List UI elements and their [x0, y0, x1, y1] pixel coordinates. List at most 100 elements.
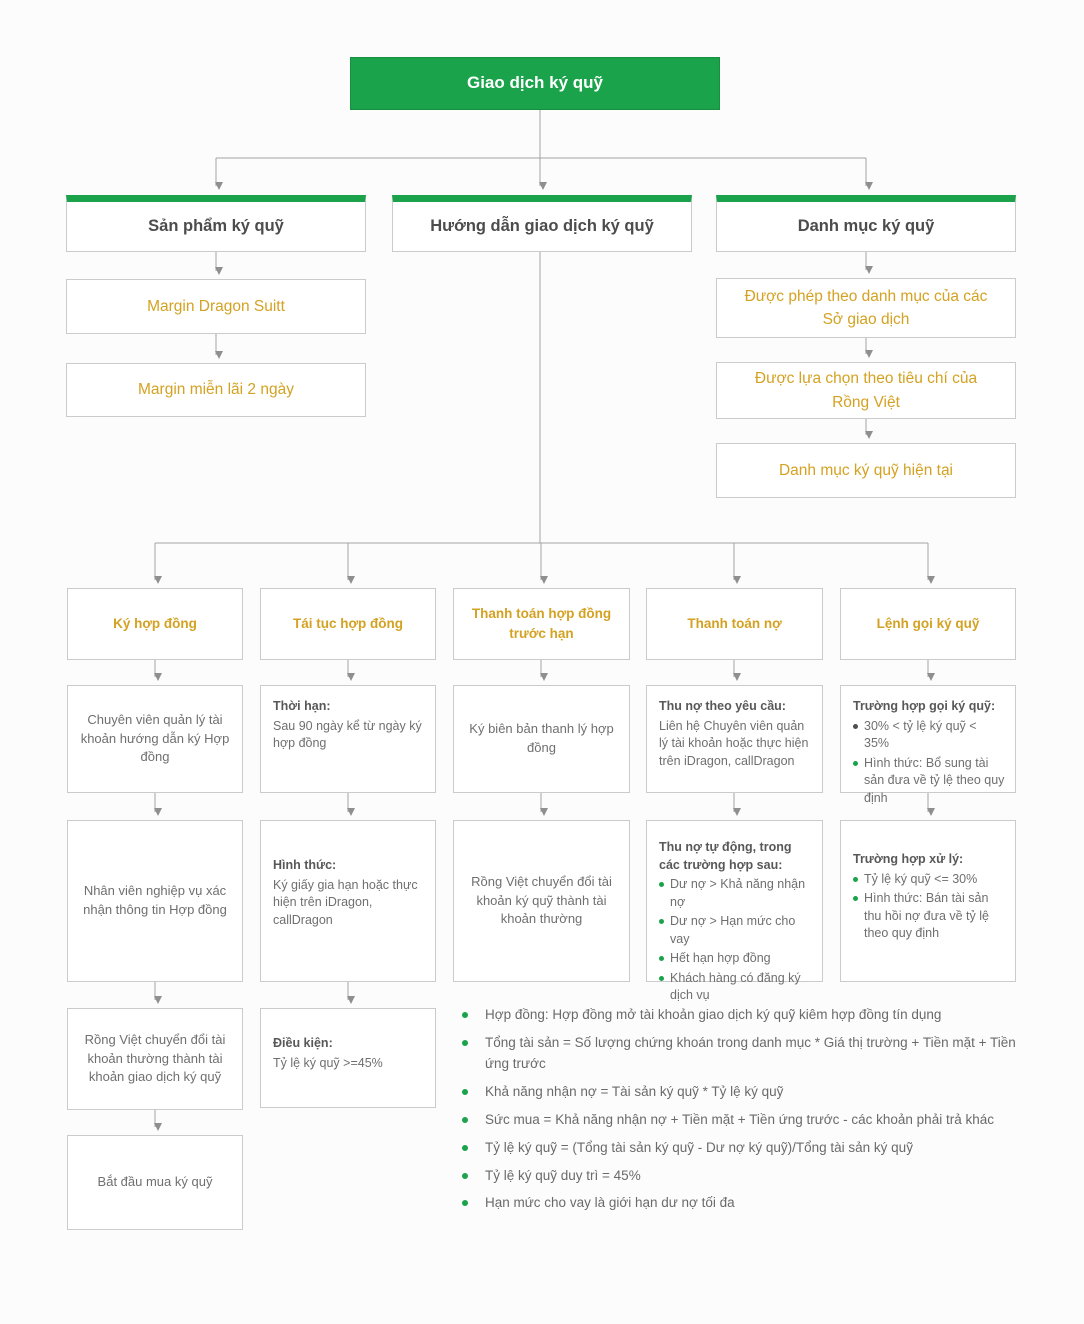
column-header-thanh-toan-truoc-han-label: Thanh toán hợp đồng trước hạn [471, 605, 612, 641]
node-c5-step2-bullet-2-text: Hình thức: Bán tài sản thu hồi nợ đưa về… [864, 891, 989, 940]
bullet-dot [462, 1088, 468, 1095]
section-products-label: Sản phẩm ký quỹ [148, 216, 284, 235]
node-margin-mien-lai-label: Margin miễn lãi 2 ngày [138, 381, 294, 399]
bullet-dot [853, 896, 858, 901]
node-c4-step1: Thu nợ theo yêu cầu: Liên hệ Chuyên viên… [646, 685, 823, 793]
bullet-dot [853, 723, 858, 729]
column-header-thanh-toan-no-label: Thanh toán nợ [687, 615, 782, 631]
node-c4-step2-bullet-2-text: Dư nợ > Hạn mức cho vay [670, 914, 796, 946]
node-c2-step1-text: Sau 90 ngày kể từ ngày ký hợp đồng [273, 718, 422, 751]
node-c1-step3: Rồng Việt chuyển đổi tài khoản thường th… [67, 1008, 243, 1110]
node-root: Giao dịch ký quỹ [350, 57, 720, 110]
node-margin-mien-lai: Margin miễn lãi 2 ngày [66, 363, 366, 417]
note-item: Hạn mức cho vay là giới hạn dư nợ tối đa [456, 1193, 1026, 1214]
column-header-tai-tuc-label: Tái tục hợp đồng [292, 615, 404, 631]
node-c4-step2: Thu nợ tự động, trong các trường hợp sau… [646, 820, 823, 1002]
node-root-label: Giao dịch ký quỹ [466, 73, 604, 93]
node-c5-step1-bullet-1-text: 30% < tỷ lệ ký quỹ < 35% [864, 718, 977, 751]
note-item-text: Sức mua = Khả năng nhận nợ + Tiền mặt + … [485, 1111, 994, 1127]
note-item-text: Tỷ lệ ký quỹ duy trì = 45% [485, 1167, 641, 1183]
node-c3-step1-label: Ký biên bản thanh lý hợp đồng [469, 721, 614, 755]
bullet-dot [659, 975, 664, 981]
node-c4-step2-bullet-4: Khách hàng có đăng ký dịch vụ [659, 970, 812, 1005]
node-portfolio-allowed-label: Được phép theo danh mục của các Sở giao … [744, 287, 988, 328]
note-item-text: Hợp đồng: Hợp đồng mở tài khoản giao dịc… [485, 1007, 942, 1022]
node-c4-step2-bullet-1: Dư nợ > Khả năng nhận nợ [659, 876, 812, 911]
node-c1-step1: Chuyên viên quản lý tài khoản hướng dẫn … [67, 685, 243, 793]
bullet-dot [659, 882, 664, 887]
node-c5-step2: Trường hợp xử lý: Tỷ lệ ký quỹ <= 30% Hì… [840, 820, 1016, 982]
section-guide-label: Hướng dẫn giao dịch ký quỹ [430, 216, 654, 235]
note-item-text: Hạn mức cho vay là giới hạn dư nợ tối đa [485, 1195, 735, 1211]
column-header-ky-hop-dong-label: Ký hợp đồng [113, 615, 197, 631]
note-item-text: Tỷ lệ ký quỹ = (Tổng tài sản ký quỹ - Dư… [485, 1139, 913, 1155]
note-item: Tỷ lệ ký quỹ = (Tổng tài sản ký quỹ - Dư… [456, 1138, 1026, 1159]
bullet-dot [853, 760, 858, 766]
note-item: Tổng tài sản = Số lượng chứng khoán tron… [456, 1033, 1026, 1075]
note-item: Hợp đồng: Hợp đồng mở tài khoản giao dịc… [456, 1005, 1026, 1026]
node-portfolio-criteria-label: Được lựa chọn theo tiêu chí của Rồng Việ… [754, 370, 978, 411]
section-portfolio: Danh mục ký quỹ [716, 195, 1016, 252]
node-c4-step2-bullet-2: Dư nợ > Hạn mức cho vay [659, 913, 812, 948]
bullet-dot [462, 1039, 468, 1046]
node-c4-step2-bullet-1-text: Dư nợ > Khả năng nhận nợ [670, 877, 806, 909]
node-c1-step2: Nhân viên nghiệp vụ xác nhận thông tin H… [67, 820, 243, 982]
column-header-thanh-toan-truoc-han: Thanh toán hợp đồng trước hạn [453, 588, 630, 660]
note-item: Khả năng nhận nợ = Tài sản ký quỹ * Tỷ l… [456, 1082, 1026, 1103]
node-portfolio-current-label: Danh mục ký quỹ hiện tại [778, 461, 954, 479]
note-item-text: Khả năng nhận nợ = Tài sản ký quỹ * Tỷ l… [485, 1083, 784, 1099]
node-c1-step1-label: Chuyên viên quản lý tài khoản hướng dẫn … [80, 711, 230, 765]
node-portfolio-criteria: Được lựa chọn theo tiêu chí của Rồng Việ… [716, 362, 1016, 419]
node-c1-step2-label: Nhân viên nghiệp vụ xác nhận thông tin H… [83, 883, 227, 917]
node-c5-step1: Trường hợp gọi ký quỹ: 30% < tỷ lệ ký qu… [840, 685, 1016, 805]
note-item: Tỷ lệ ký quỹ duy trì = 45% [456, 1166, 1026, 1187]
bullet-dot [462, 1116, 468, 1123]
node-portfolio-current: Danh mục ký quỹ hiện tại [716, 443, 1016, 498]
column-header-lenh-goi-ky-quy-label: Lệnh gọi ký quỹ [876, 615, 980, 631]
column-header-tai-tuc: Tái tục hợp đồng [260, 588, 436, 660]
node-margin-dragon-suitt: Margin Dragon Suitt [66, 279, 366, 334]
node-c3-step1: Ký biên bản thanh lý hợp đồng [453, 685, 630, 793]
node-c1-step4-label: Bắt đầu mua ký quỹ [97, 1174, 213, 1190]
node-c5-step2-bullet-1: Tỷ lệ ký quỹ <= 30% [853, 871, 1005, 889]
node-c4-step2-bullet-4-text: Khách hàng có đăng ký dịch vụ [670, 970, 801, 1003]
column-header-lenh-goi-ky-quy: Lệnh gọi ký quỹ [840, 588, 1016, 660]
section-portfolio-label: Danh mục ký quỹ [797, 216, 935, 235]
node-c4-step2-bullet-3: Hết hạn hợp đồng [659, 950, 812, 968]
bullet-dot [462, 1172, 468, 1179]
node-c2-step3: Điều kiện: Tỷ lệ ký quỹ >=45% [260, 1008, 436, 1108]
bullet-dot [853, 876, 858, 882]
column-header-ky-hop-dong: Ký hợp đồng [67, 588, 243, 660]
node-c5-step2-bullet-1-text: Tỷ lệ ký quỹ <= 30% [864, 871, 978, 886]
node-c4-step2-bullet-3-text: Hết hạn hợp đồng [670, 951, 771, 965]
node-c5-step2-bullet-2: Hình thức: Bán tài sản thu hồi nợ đưa về… [853, 890, 1005, 943]
node-c1-step3-label: Rồng Việt chuyển đổi tài khoản thường th… [84, 1031, 226, 1085]
node-c2-step3-text: Tỷ lệ ký quỹ >=45% [273, 1055, 383, 1070]
node-c4-step2-heading: Thu nợ tự động, trong các trường hợp sau… [659, 840, 792, 872]
node-c4-step1-text: Liên hệ Chuyên viên quản lý tài khoản ho… [659, 718, 809, 768]
notes-list: Hợp đồng: Hợp đồng mở tài khoản giao dịc… [456, 1005, 1026, 1221]
node-c2-step3-heading: Điều kiện: [273, 1036, 333, 1050]
node-c5-step1-bullet-2: Hình thức: Bổ sung tài sản đưa về tỷ lệ … [853, 755, 1005, 808]
node-c2-step2: Hình thức: Ký giấy gia hạn hoặc thực hiệ… [260, 820, 436, 982]
note-item-text: Tổng tài sản = Số lượng chứng khoán tron… [485, 1034, 1016, 1071]
node-c3-step2-label: Rồng Việt chuyển đổi tài khoản ký quỹ th… [471, 873, 612, 927]
node-c2-step2-text: Ký giấy gia hạn hoặc thực hiện trên iDra… [273, 877, 418, 927]
bullet-dot [659, 919, 664, 924]
section-products: Sản phẩm ký quỹ [66, 195, 366, 252]
column-header-thanh-toan-no: Thanh toán nợ [646, 588, 823, 660]
node-c3-step2: Rồng Việt chuyển đổi tài khoản ký quỹ th… [453, 820, 630, 982]
note-item: Sức mua = Khả năng nhận nợ + Tiền mặt + … [456, 1110, 1026, 1131]
node-c5-step1-bullet-2-text: Hình thức: Bổ sung tài sản đưa về tỷ lệ … [864, 755, 1005, 805]
node-portfolio-allowed: Được phép theo danh mục của các Sở giao … [716, 278, 1016, 338]
node-margin-dragon-suitt-label: Margin Dragon Suitt [147, 297, 285, 315]
bullet-dot [462, 1200, 468, 1207]
section-guide: Hướng dẫn giao dịch ký quỹ [392, 195, 692, 252]
bullet-dot [462, 1144, 468, 1151]
node-c5-step2-heading: Trường hợp xử lý: [853, 852, 964, 866]
node-c5-step1-bullet-1: 30% < tỷ lệ ký quỹ < 35% [853, 718, 1005, 753]
node-c2-step2-heading: Hình thức: [273, 858, 337, 872]
node-c2-step1-heading: Thời hạn: [273, 699, 331, 713]
node-c4-step1-heading: Thu nợ theo yêu cầu: [659, 699, 786, 713]
